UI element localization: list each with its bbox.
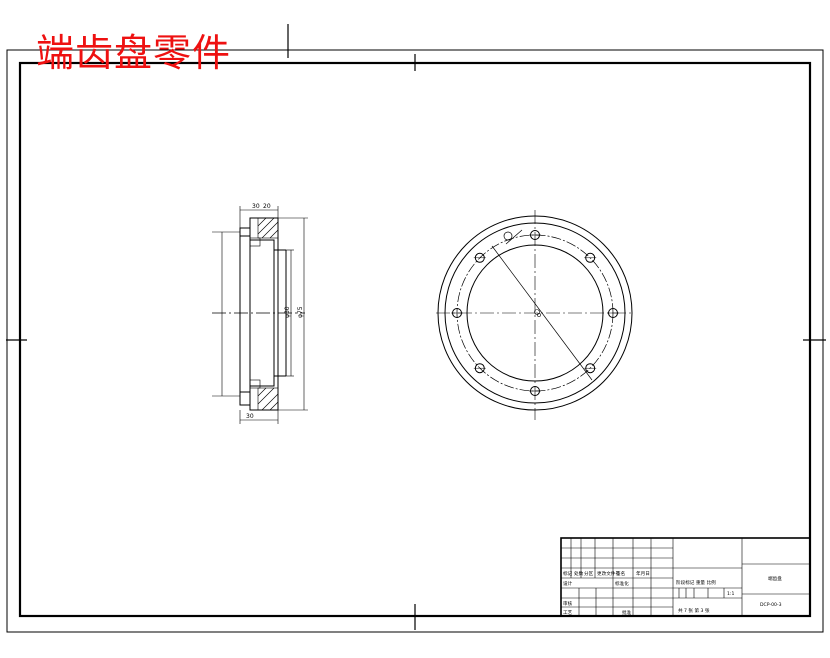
design-label: 设计 — [563, 580, 573, 587]
dim-outer: φ75 — [297, 306, 304, 318]
rev-zone: 分区 — [584, 570, 594, 577]
dim-top-a: 30 — [252, 203, 260, 210]
sheet-count: 共 7 张 第 3 张 — [678, 607, 710, 614]
side-section-view — [212, 206, 308, 424]
stage-header: 阶段标记 重量 比例 — [676, 579, 716, 586]
title-block — [560, 537, 811, 617]
dim-top-b: 20 — [263, 203, 271, 210]
front-view — [436, 210, 634, 420]
drawing-title: 端齿盘零件 — [36, 31, 232, 75]
standard-label: 标准化 — [615, 580, 629, 587]
side-view-dimensions: 30 20 φ30 φ75 30 — [246, 203, 304, 420]
approve-label: 批准 — [622, 609, 632, 616]
title-block-text: 标记 处数 分区 更改文件号 签名 年月日 设计 标准化 审核 工艺 批准 阶段… — [563, 570, 782, 616]
dim-inner: φ30 — [284, 306, 291, 318]
review-label: 审核 — [563, 600, 573, 607]
bolt-holes — [451, 230, 619, 396]
rev-doc: 更改文件号 — [597, 570, 620, 577]
rev-count: 处数 — [574, 570, 584, 577]
outer-border — [6, 49, 824, 633]
centering-marks — [6, 24, 826, 630]
drawing-number: DCP-00-3 — [760, 602, 782, 608]
rev-date: 年月日 — [636, 570, 650, 577]
dim-bottom: 30 — [246, 413, 254, 420]
rev-sign: 签名 — [616, 570, 625, 577]
craft-label: 工艺 — [563, 610, 573, 616]
part-name: 端齿盘 — [768, 575, 782, 582]
rev-mark: 标记 — [563, 570, 573, 577]
inner-border — [18, 61, 812, 618]
scale-value: 1:1 — [727, 591, 734, 597]
